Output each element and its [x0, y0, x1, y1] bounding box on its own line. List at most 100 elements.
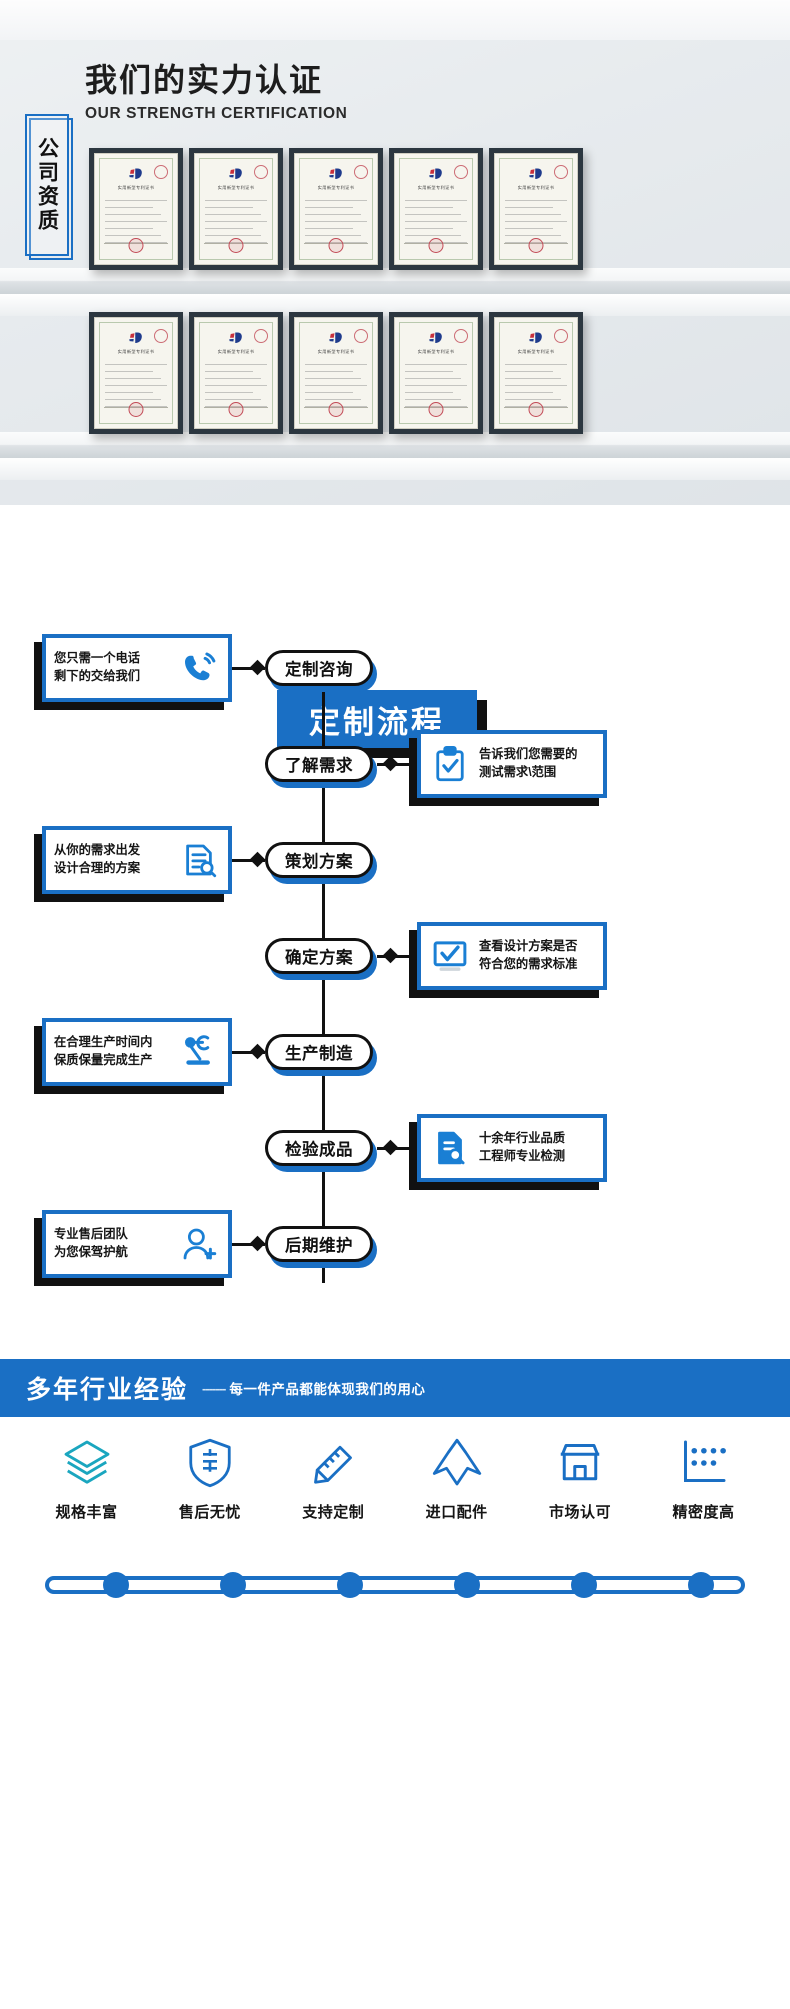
document-search-icon — [178, 839, 220, 881]
feature-label: 支持定制 — [302, 1504, 365, 1521]
shelf-bottom-front — [0, 458, 790, 480]
certificate-frame[interactable]: 实用新型专利证书 — [189, 148, 283, 270]
certificate-red-stamp-icon — [428, 238, 444, 253]
robot-arm-icon — [178, 1031, 220, 1073]
progress-bar — [45, 1572, 745, 1598]
certificate-frame[interactable]: 实用新型专利证书 — [389, 312, 483, 434]
flow-step-pill[interactable]: 检验成品 — [265, 1130, 373, 1166]
certificate-seal-icon — [454, 329, 468, 343]
certificate-red-stamp-icon — [428, 402, 444, 417]
certificate-red-stamp-icon — [328, 402, 344, 417]
certificate-caption: 实用新型专利证书 — [517, 185, 555, 190]
flow-connector — [232, 859, 265, 862]
flow-step-2[interactable]: 了解需求 — [265, 746, 377, 788]
flow-card-5[interactable]: 在合理生产时间内 保质保量完成生产 — [34, 1018, 232, 1094]
certificate-caption: 实用新型专利证书 — [117, 349, 155, 354]
certificate-frame[interactable]: 实用新型专利证书 — [289, 312, 383, 434]
certificate-frame[interactable]: 实用新型专利证书 — [389, 148, 483, 270]
flow-connector — [232, 667, 265, 670]
progress-dot-4[interactable] — [454, 1572, 480, 1598]
feature-item-6[interactable]: 精密度高 — [651, 1435, 756, 1522]
certificate-frame[interactable]: 实用新型专利证书 — [489, 148, 583, 270]
patent-logo-icon — [427, 167, 445, 182]
certificate-frame[interactable]: 实用新型专利证书 — [289, 148, 383, 270]
certificate-paper: 实用新型专利证书 — [394, 317, 478, 429]
flow-card-text: 您只需一个电话 剩下的交给我们 — [54, 651, 141, 683]
flow-card-6[interactable]: 十余年行业品质 工程师专业检测 — [409, 1114, 607, 1190]
flow-card-3[interactable]: 从你的需求出发 设计合理的方案 — [34, 826, 232, 902]
progress-dot-1[interactable] — [103, 1572, 129, 1598]
layers-icon — [59, 1435, 115, 1491]
progress-dot-6[interactable] — [688, 1572, 714, 1598]
progress-track — [45, 1576, 745, 1594]
flow-step-pill[interactable]: 策划方案 — [265, 842, 373, 878]
certificate-seal-icon — [554, 329, 568, 343]
flow-step-4[interactable]: 确定方案 — [265, 938, 377, 980]
feature-item-4[interactable]: 进口配件 — [404, 1435, 509, 1522]
flow-card-7[interactable]: 专业售后团队 为您保驾护航 — [34, 1210, 232, 1286]
patent-logo-icon — [227, 331, 245, 346]
certificate-frame[interactable]: 实用新型专利证书 — [489, 312, 583, 434]
certificate-paper: 实用新型专利证书 — [394, 153, 478, 265]
flow-card-inner: 查看设计方案是否 符合您的需求标准 — [421, 926, 603, 986]
feature-item-2[interactable]: 售后无忧 — [157, 1435, 262, 1522]
certificate-seal-icon — [354, 329, 368, 343]
flow-card-2[interactable]: 告诉我们您需要的 测试需求\范围 — [409, 730, 607, 806]
page-subtitle: OUR STRENGTH CERTIFICATION — [85, 104, 348, 122]
progress-dot-3[interactable] — [337, 1572, 363, 1598]
certificate-seal-icon — [554, 165, 568, 179]
flow-step-1[interactable]: 定制咨询 — [265, 650, 377, 692]
certificate-paper: 实用新型专利证书 — [494, 153, 578, 265]
file-inspect-icon — [429, 1127, 471, 1169]
flow-step-pill[interactable]: 确定方案 — [265, 938, 373, 974]
flow-card-inner: 十余年行业品质 工程师专业检测 — [421, 1118, 603, 1178]
certification-section: 我们的实力认证 OUR STRENGTH CERTIFICATION 公司资质 … — [0, 0, 790, 505]
feature-label: 市场认可 — [549, 1504, 612, 1521]
flow-step-3[interactable]: 策划方案 — [265, 842, 377, 884]
flow-step-pill[interactable]: 了解需求 — [265, 746, 373, 782]
patent-logo-icon — [527, 331, 545, 346]
flow-card-1[interactable]: 您只需一个电话 剩下的交给我们 — [34, 634, 232, 710]
certificate-paper: 实用新型专利证书 — [194, 317, 278, 429]
flow-step-pill[interactable]: 生产制造 — [265, 1034, 373, 1070]
patent-logo-icon — [127, 167, 145, 182]
feature-row: 规格丰富 售后无忧 支持定制 进口配件 市场认可 精密度高 — [0, 1435, 790, 1522]
flow-step-label: 定制咨询 — [285, 661, 353, 679]
certificate-seal-icon — [354, 165, 368, 179]
flow-step-5[interactable]: 生产制造 — [265, 1034, 377, 1076]
certificate-frame[interactable]: 实用新型专利证书 — [89, 312, 183, 434]
certificate-seal-icon — [454, 165, 468, 179]
certificate-red-stamp-icon — [228, 238, 244, 253]
certificate-frame[interactable]: 实用新型专利证书 — [189, 312, 283, 434]
progress-dot-5[interactable] — [571, 1572, 597, 1598]
certificate-caption: 实用新型专利证书 — [317, 349, 355, 354]
certificate-frame[interactable]: 实用新型专利证书 — [89, 148, 183, 270]
flow-card-text: 在合理生产时间内 保质保量完成生产 — [54, 1035, 153, 1067]
flow-step-7[interactable]: 后期维护 — [265, 1226, 377, 1268]
feature-item-1[interactable]: 规格丰富 — [34, 1435, 139, 1522]
flow-step-6[interactable]: 检验成品 — [265, 1130, 377, 1172]
flow-card-4[interactable]: 查看设计方案是否 符合您的需求标准 — [409, 922, 607, 998]
flow-step-label: 策划方案 — [285, 853, 353, 871]
airplane-icon — [429, 1435, 485, 1491]
flow-step-label: 确定方案 — [285, 949, 353, 967]
certificate-paper: 实用新型专利证书 — [294, 317, 378, 429]
vertical-label-badge: 公司资质 — [25, 114, 73, 260]
flow-step-pill[interactable]: 后期维护 — [265, 1226, 373, 1262]
flow-step-label: 检验成品 — [285, 1141, 353, 1159]
experience-section: 多年行业经验 ------- 每一件产品都能体现我们的用心 规格丰富 售后无忧 … — [0, 1335, 790, 2009]
feature-item-5[interactable]: 市场认可 — [528, 1435, 633, 1522]
flow-connector-diamond — [382, 1139, 399, 1156]
feature-label: 进口配件 — [425, 1504, 488, 1521]
flow-step-pill[interactable]: 定制咨询 — [265, 650, 373, 686]
vertical-label-inner-border: 公司资质 — [25, 114, 69, 256]
feature-item-3[interactable]: 支持定制 — [281, 1435, 386, 1522]
flow-connector — [232, 1243, 265, 1246]
flow-card-inner: 在合理生产时间内 保质保量完成生产 — [46, 1022, 228, 1082]
clipboard-check-icon — [429, 743, 471, 785]
progress-dot-2[interactable] — [220, 1572, 246, 1598]
flow-step-label: 了解需求 — [285, 757, 353, 775]
certificate-red-stamp-icon — [328, 238, 344, 253]
support-agent-icon — [178, 1223, 220, 1265]
certificate-red-stamp-icon — [228, 402, 244, 417]
